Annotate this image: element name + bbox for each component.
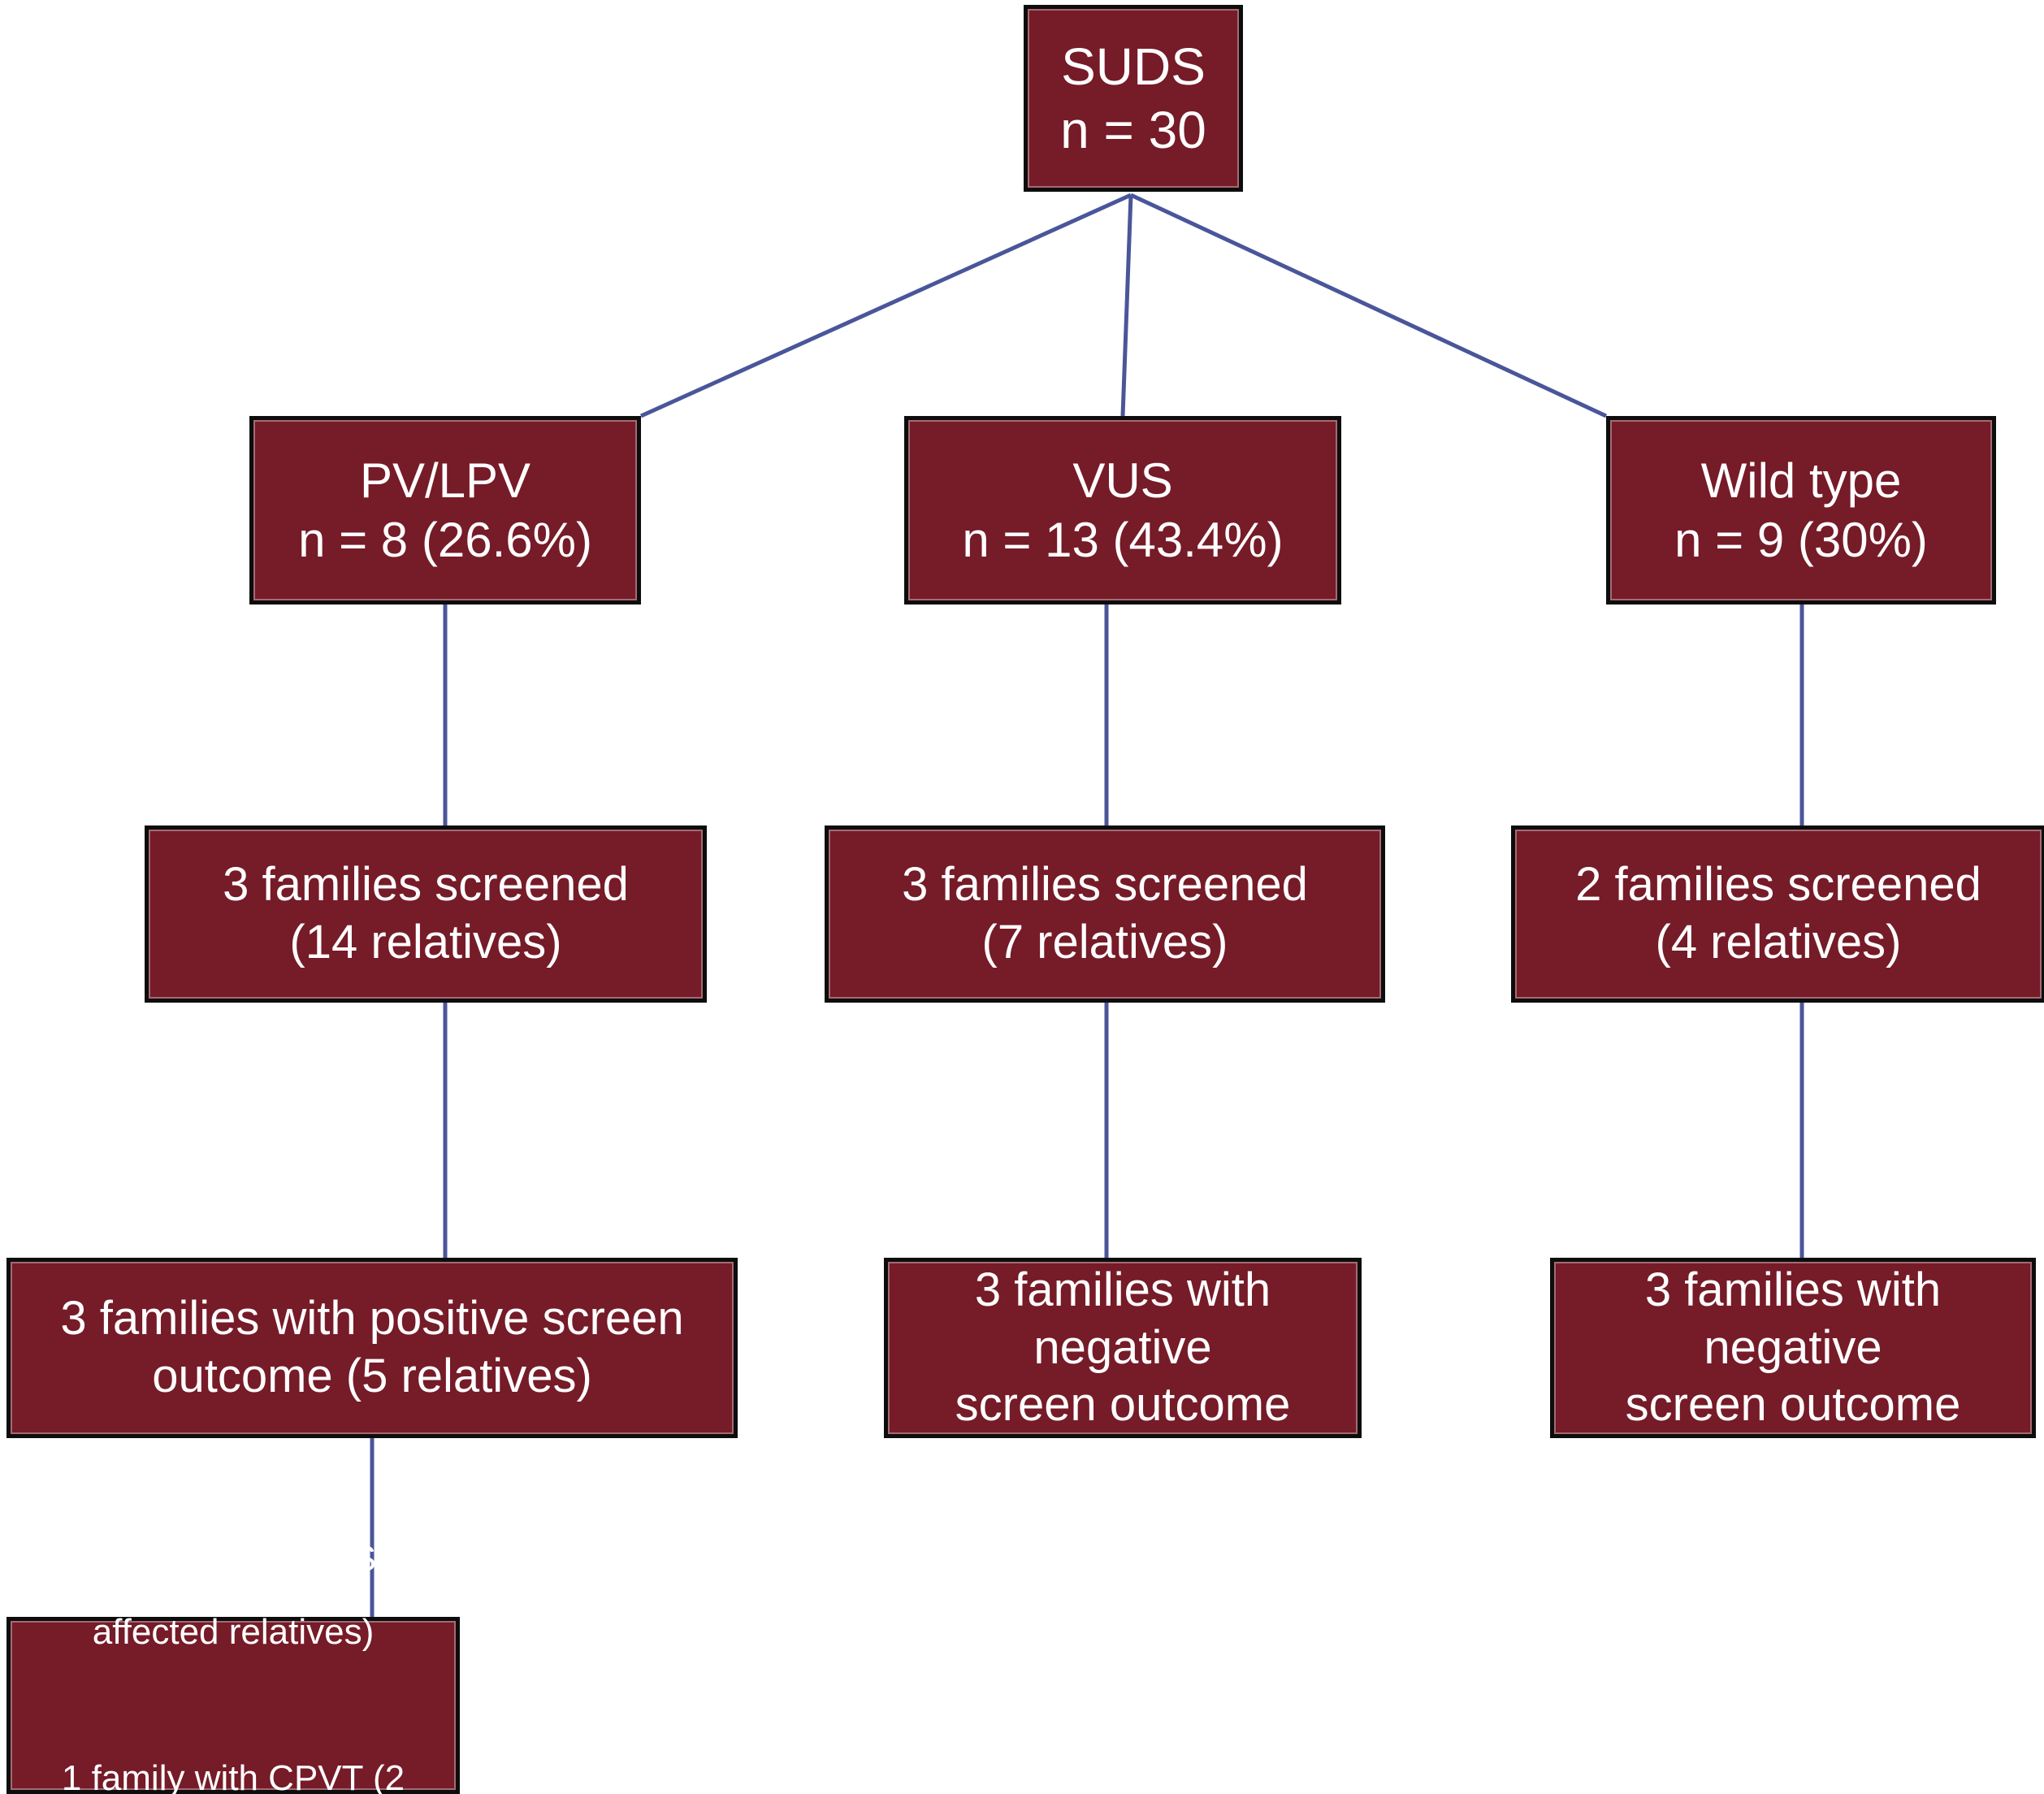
- node-wild-type-label: Wild type n = 9 (30%): [1674, 453, 1928, 567]
- node-wild-type[interactable]: Wild type n = 9 (30%): [1606, 416, 1996, 604]
- node-positive-screen-outcome-label: 3 families with positive screen outcome …: [60, 1292, 684, 1402]
- edge-suds-to-wildtype: [1129, 193, 1608, 418]
- node-suds[interactable]: SUDS n = 30: [1024, 5, 1243, 192]
- node-families-screened-wild-type[interactable]: 2 families screened (4 relatives): [1511, 826, 2044, 1003]
- node-families-screened-vus[interactable]: 3 families screened (7 relatives): [825, 826, 1385, 1003]
- node-negative-screen-outcome-wild-type-label: 3 families with negative screen outcome: [1625, 1263, 1961, 1432]
- node-families-screened-vus-label: 3 families screened (7 relatives): [902, 858, 1308, 968]
- node-suds-label: SUDS n = 30: [1060, 37, 1206, 159]
- node-vus-label: VUS n = 13 (43.4%): [962, 453, 1284, 567]
- node-pv-lpv-label: PV/LPV n = 8 (26.6%): [298, 453, 592, 567]
- node-vus[interactable]: VUS n = 13 (43.4%): [904, 416, 1341, 604]
- node-negative-screen-outcome-vus[interactable]: 3 families with negative screen outcome: [884, 1258, 1362, 1438]
- node-diagnoses-label: 2 families with LQTS (2 affected relativ…: [48, 1538, 418, 1794]
- node-negative-screen-outcome-wild-type[interactable]: 3 families with negative screen outcome: [1550, 1258, 2036, 1438]
- node-pv-lpv[interactable]: PV/LPV n = 8 (26.6%): [249, 416, 641, 604]
- node-diagnoses[interactable]: 2 families with LQTS (2 affected relativ…: [6, 1539, 460, 1794]
- node-negative-screen-outcome-vus-label: 3 families with negative screen outcome: [955, 1263, 1291, 1432]
- node-families-screened-pv-lpv-label: 3 families screened (14 relatives): [223, 858, 629, 968]
- edge-suds-to-vus: [1120, 194, 1133, 417]
- edge-suds-to-pvlpv: [639, 193, 1132, 418]
- node-positive-screen-outcome[interactable]: 3 families with positive screen outcome …: [6, 1258, 738, 1438]
- node-families-screened-wild-type-label: 2 families screened (4 relatives): [1575, 858, 1981, 968]
- node-families-screened-pv-lpv[interactable]: 3 families screened (14 relatives): [145, 826, 707, 1003]
